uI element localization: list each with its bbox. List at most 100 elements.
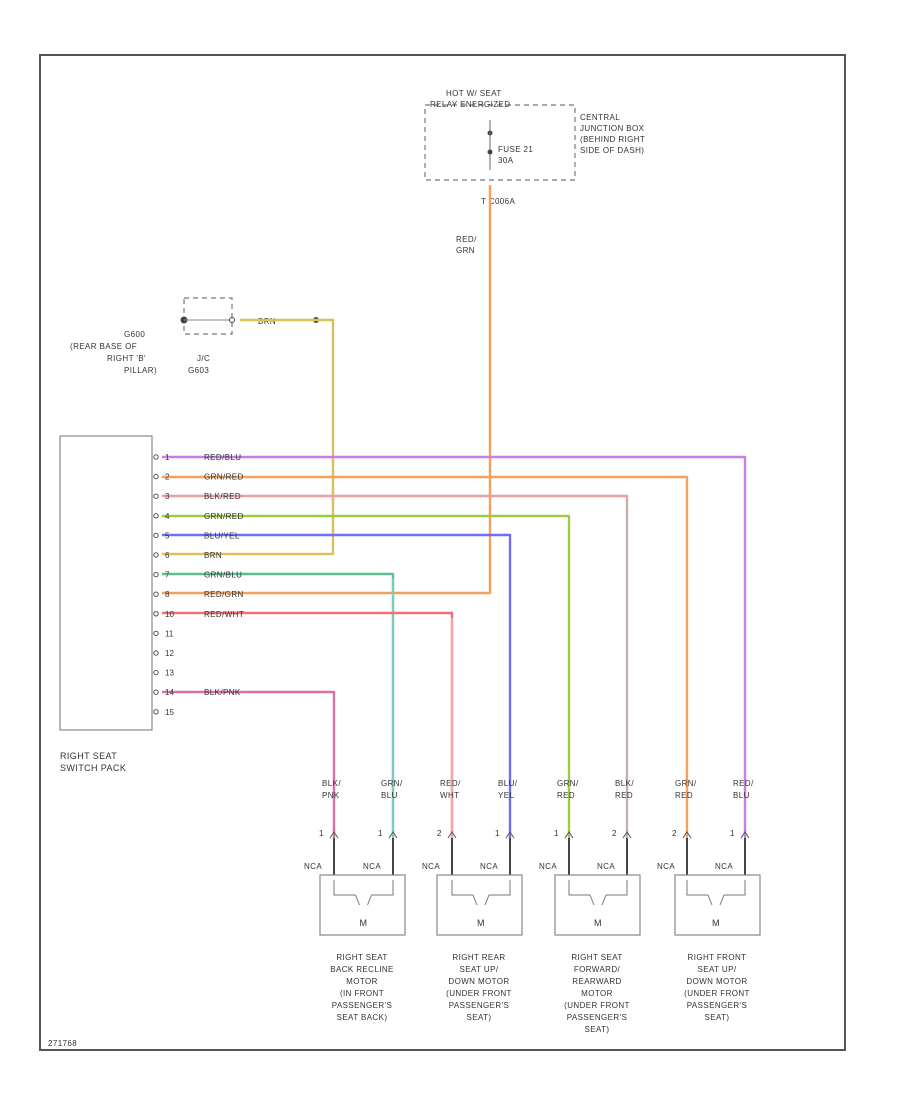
switch-pin-wire-label: BLU/YEL [204,531,240,540]
ground-jc-outline [183,297,233,335]
switch-pin-wire-label: BLK/PNK [204,688,241,697]
motor-wire-label-a: GRN/ [675,779,697,788]
motor-pin-number-a: 1 [554,829,559,838]
diagram-frame [39,54,846,1051]
junction-label-line4: SIDE OF DASH) [580,146,644,155]
relay-title-line1: HOT W/ SEAT [446,89,502,98]
motor-pin-number-b: 1 [495,829,500,838]
switch-pin-number: 2 [165,473,170,482]
switch-pin-wire-label: GRN/BLU [204,571,242,580]
ground-junction: G600 (REAR BASE OF RIGHT 'B' PILLAR) J/C… [70,297,319,375]
ground-label-line4: PILLAR) [124,366,157,375]
switch-pin-number: 14 [165,688,174,697]
motor-name-line: FORWARD/ [574,965,621,974]
motor-wire-label-a: WHT [440,791,459,800]
motor-wire-label-a: PNK [322,791,340,800]
feed-wire-label-line1: RED/ [456,235,477,244]
junction-label-line1: CENTRAL [580,113,620,122]
motor-winding [451,880,511,906]
motor-wire-label-b: GRN/ [381,779,403,788]
switch-pin-number: 15 [165,708,174,717]
motor-connector-label-b: NCA [480,862,498,871]
motor-name-line: SEAT) [705,1013,730,1022]
switch-pin-wire-label: RED/WHT [204,610,244,619]
motor-wire-label-b: BLU [381,791,398,800]
motor-name-line: DOWN MOTOR [686,977,747,986]
motor-symbol: M [712,918,720,928]
fuse-bottom-terminal [487,149,493,155]
motor-terminal-b [505,831,515,839]
switch-pin-terminal [153,513,159,519]
motor-name-line: PASSENGER'S [449,1001,509,1010]
motor-symbol: M [594,918,602,928]
fuse-label-line2: 30A [498,156,514,165]
motor-wire-label-a: RED [557,791,575,800]
wire-ground-brn [162,318,335,556]
motor-connector-label-b: NCA [715,862,733,871]
motor-name-line: SEAT) [467,1013,492,1022]
wire-pin2-grn-red [162,475,689,838]
switch-pin-number: 1 [165,453,170,462]
motor-connector-label-a: NCA [304,862,322,871]
motor-winding [686,880,746,906]
switch-pin-number: 6 [165,551,170,560]
central-junction-box: HOT W/ SEAT RELAY ENERGIZED FUSE 21 30A … [424,89,645,206]
switch-pin-terminal [153,709,159,715]
wire-pin14-blk-pnk [162,690,336,838]
switch-pin-number: 8 [165,590,170,599]
motor-wire-label-b: YEL [498,791,514,800]
motor-pin-number-a: 1 [319,829,324,838]
motor-connector-label-b: NCA [363,862,381,871]
switch-pin-terminal [153,591,159,597]
motor-terminal-b [388,831,398,839]
motor-body [674,874,761,936]
switch-pin-number: 3 [165,492,170,501]
switch-pin-wire-label: BLK/RED [204,492,241,501]
motor-name-line: (UNDER FRONT [564,1001,630,1010]
motor-name-line: SEAT) [585,1025,610,1034]
fuse-label-line1: FUSE 21 [498,145,533,154]
switch-pin-terminal [153,630,159,637]
switch-pin-number: 5 [165,531,170,540]
motor-name-line: (UNDER FRONT [684,989,750,998]
motor-symbol: M [360,918,368,928]
switch-pin-number: 13 [165,669,174,678]
motor-name-line: RIGHT SEAT [571,953,622,962]
wire-pin4-grn-red [162,514,571,838]
motor-name-line: BACK RECLINE [330,965,393,974]
motor-name-line: RIGHT SEAT [336,953,387,962]
motor-body [436,874,523,936]
switch-pin-terminal [153,669,159,676]
motor-wire-label-a: GRN/ [557,779,579,788]
motor-wire-label-b: BLU/ [498,779,518,788]
motor-pin-number-a: 2 [672,829,677,838]
switch-pin-number: 12 [165,649,174,658]
switch-pin-terminal [153,571,159,578]
switch-pin-number: 7 [165,571,170,580]
motor-wire-label-b: BLU [733,791,750,800]
switch-pin-terminal [153,454,159,460]
switch-pin-wire-label: RED/BLU [204,453,241,462]
motor-name-line: MOTOR [581,989,613,998]
motor-terminal-a [682,831,692,839]
motor-name-line: (UNDER FRONT [446,989,512,998]
motor-pin-number-b: 1 [730,829,735,838]
switch-pack-name-line1: RIGHT SEAT [60,751,117,761]
motor-wire-label-a: RED/ [440,779,461,788]
switch-pack-body [59,435,153,731]
switch-pin-wire-label: GRN/RED [204,473,244,482]
motor-wire-label-a: BLK/ [322,779,341,788]
motor-name-line: PASSENGER'S [687,1001,747,1010]
motor-connector-label-a: NCA [539,862,557,871]
motor-wire-label-b: RED [615,791,633,800]
wire-pin1-red-blu [162,455,747,838]
motor-name-line: (IN FRONT [340,989,384,998]
motor-name-line: MOTOR [346,977,378,986]
ground-label-line2: (REAR BASE OF [70,342,137,351]
motor-name-line: RIGHT FRONT [688,953,747,962]
wire-pin10-red-wht [162,611,454,838]
